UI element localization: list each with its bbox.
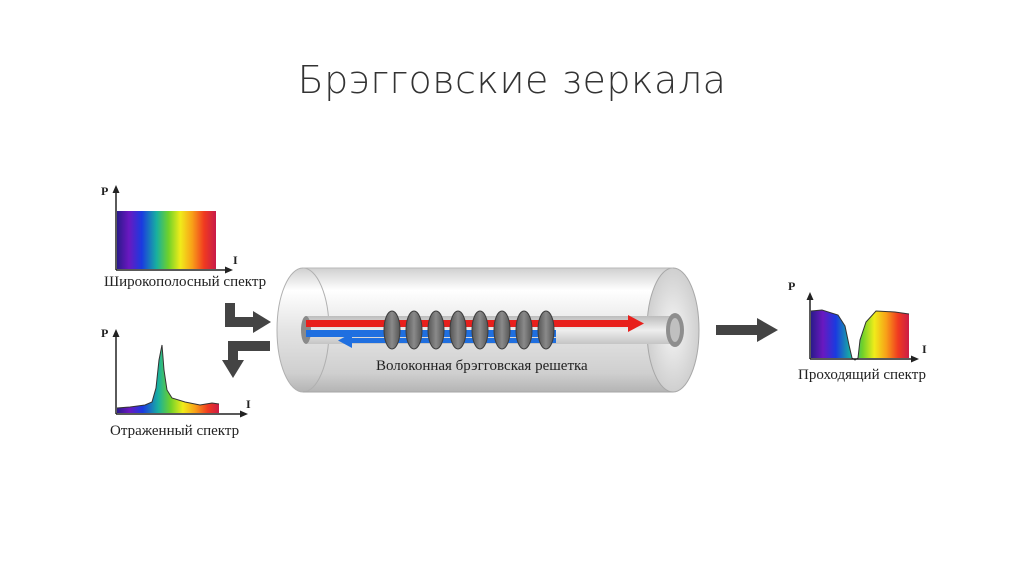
output-arrow bbox=[716, 318, 778, 342]
bragg-grating bbox=[383, 310, 555, 350]
grating-ring bbox=[405, 310, 423, 350]
input-bent-arrow bbox=[225, 303, 271, 333]
reflected-caption: Отраженный спектр bbox=[110, 423, 240, 439]
grating-ring bbox=[427, 310, 445, 350]
transmitted-caption: Проходящий спектр bbox=[798, 367, 927, 383]
transmitted-x-label: I bbox=[922, 342, 927, 356]
grating-ring bbox=[449, 310, 467, 350]
broadband-caption: Широкополосный спектр bbox=[104, 274, 267, 290]
broadband-spectrum-fill bbox=[117, 211, 216, 269]
fiber-caption: Волоконная брэгговская решетка bbox=[376, 358, 588, 374]
grating-ring bbox=[515, 310, 533, 350]
transmitted-spectrum bbox=[806, 292, 919, 363]
grating-ring bbox=[493, 310, 511, 350]
grating-ring bbox=[537, 310, 555, 350]
broadband-y-label: P bbox=[101, 184, 109, 198]
transmitted-spectrum-fill bbox=[811, 310, 909, 358]
forward-beam-arrow bbox=[306, 315, 644, 332]
slide-title: Брэгговские зеркала bbox=[297, 58, 727, 102]
reflected-spectrum bbox=[112, 329, 248, 418]
broadband-x-label: I bbox=[233, 253, 238, 267]
reflected-spectrum-curve bbox=[116, 344, 220, 409]
transmitted-spectrum-curve bbox=[810, 309, 910, 361]
broadband-spectrum bbox=[112, 185, 233, 274]
transmitted-y-label: P bbox=[788, 279, 796, 293]
grating-ring bbox=[383, 310, 401, 350]
reflected-x-label: I bbox=[246, 397, 251, 411]
reflected-spectrum-fill bbox=[117, 345, 219, 413]
reflected-bent-arrow bbox=[222, 341, 270, 378]
reflected-y-label: P bbox=[101, 326, 109, 340]
grating-ring bbox=[471, 310, 489, 350]
